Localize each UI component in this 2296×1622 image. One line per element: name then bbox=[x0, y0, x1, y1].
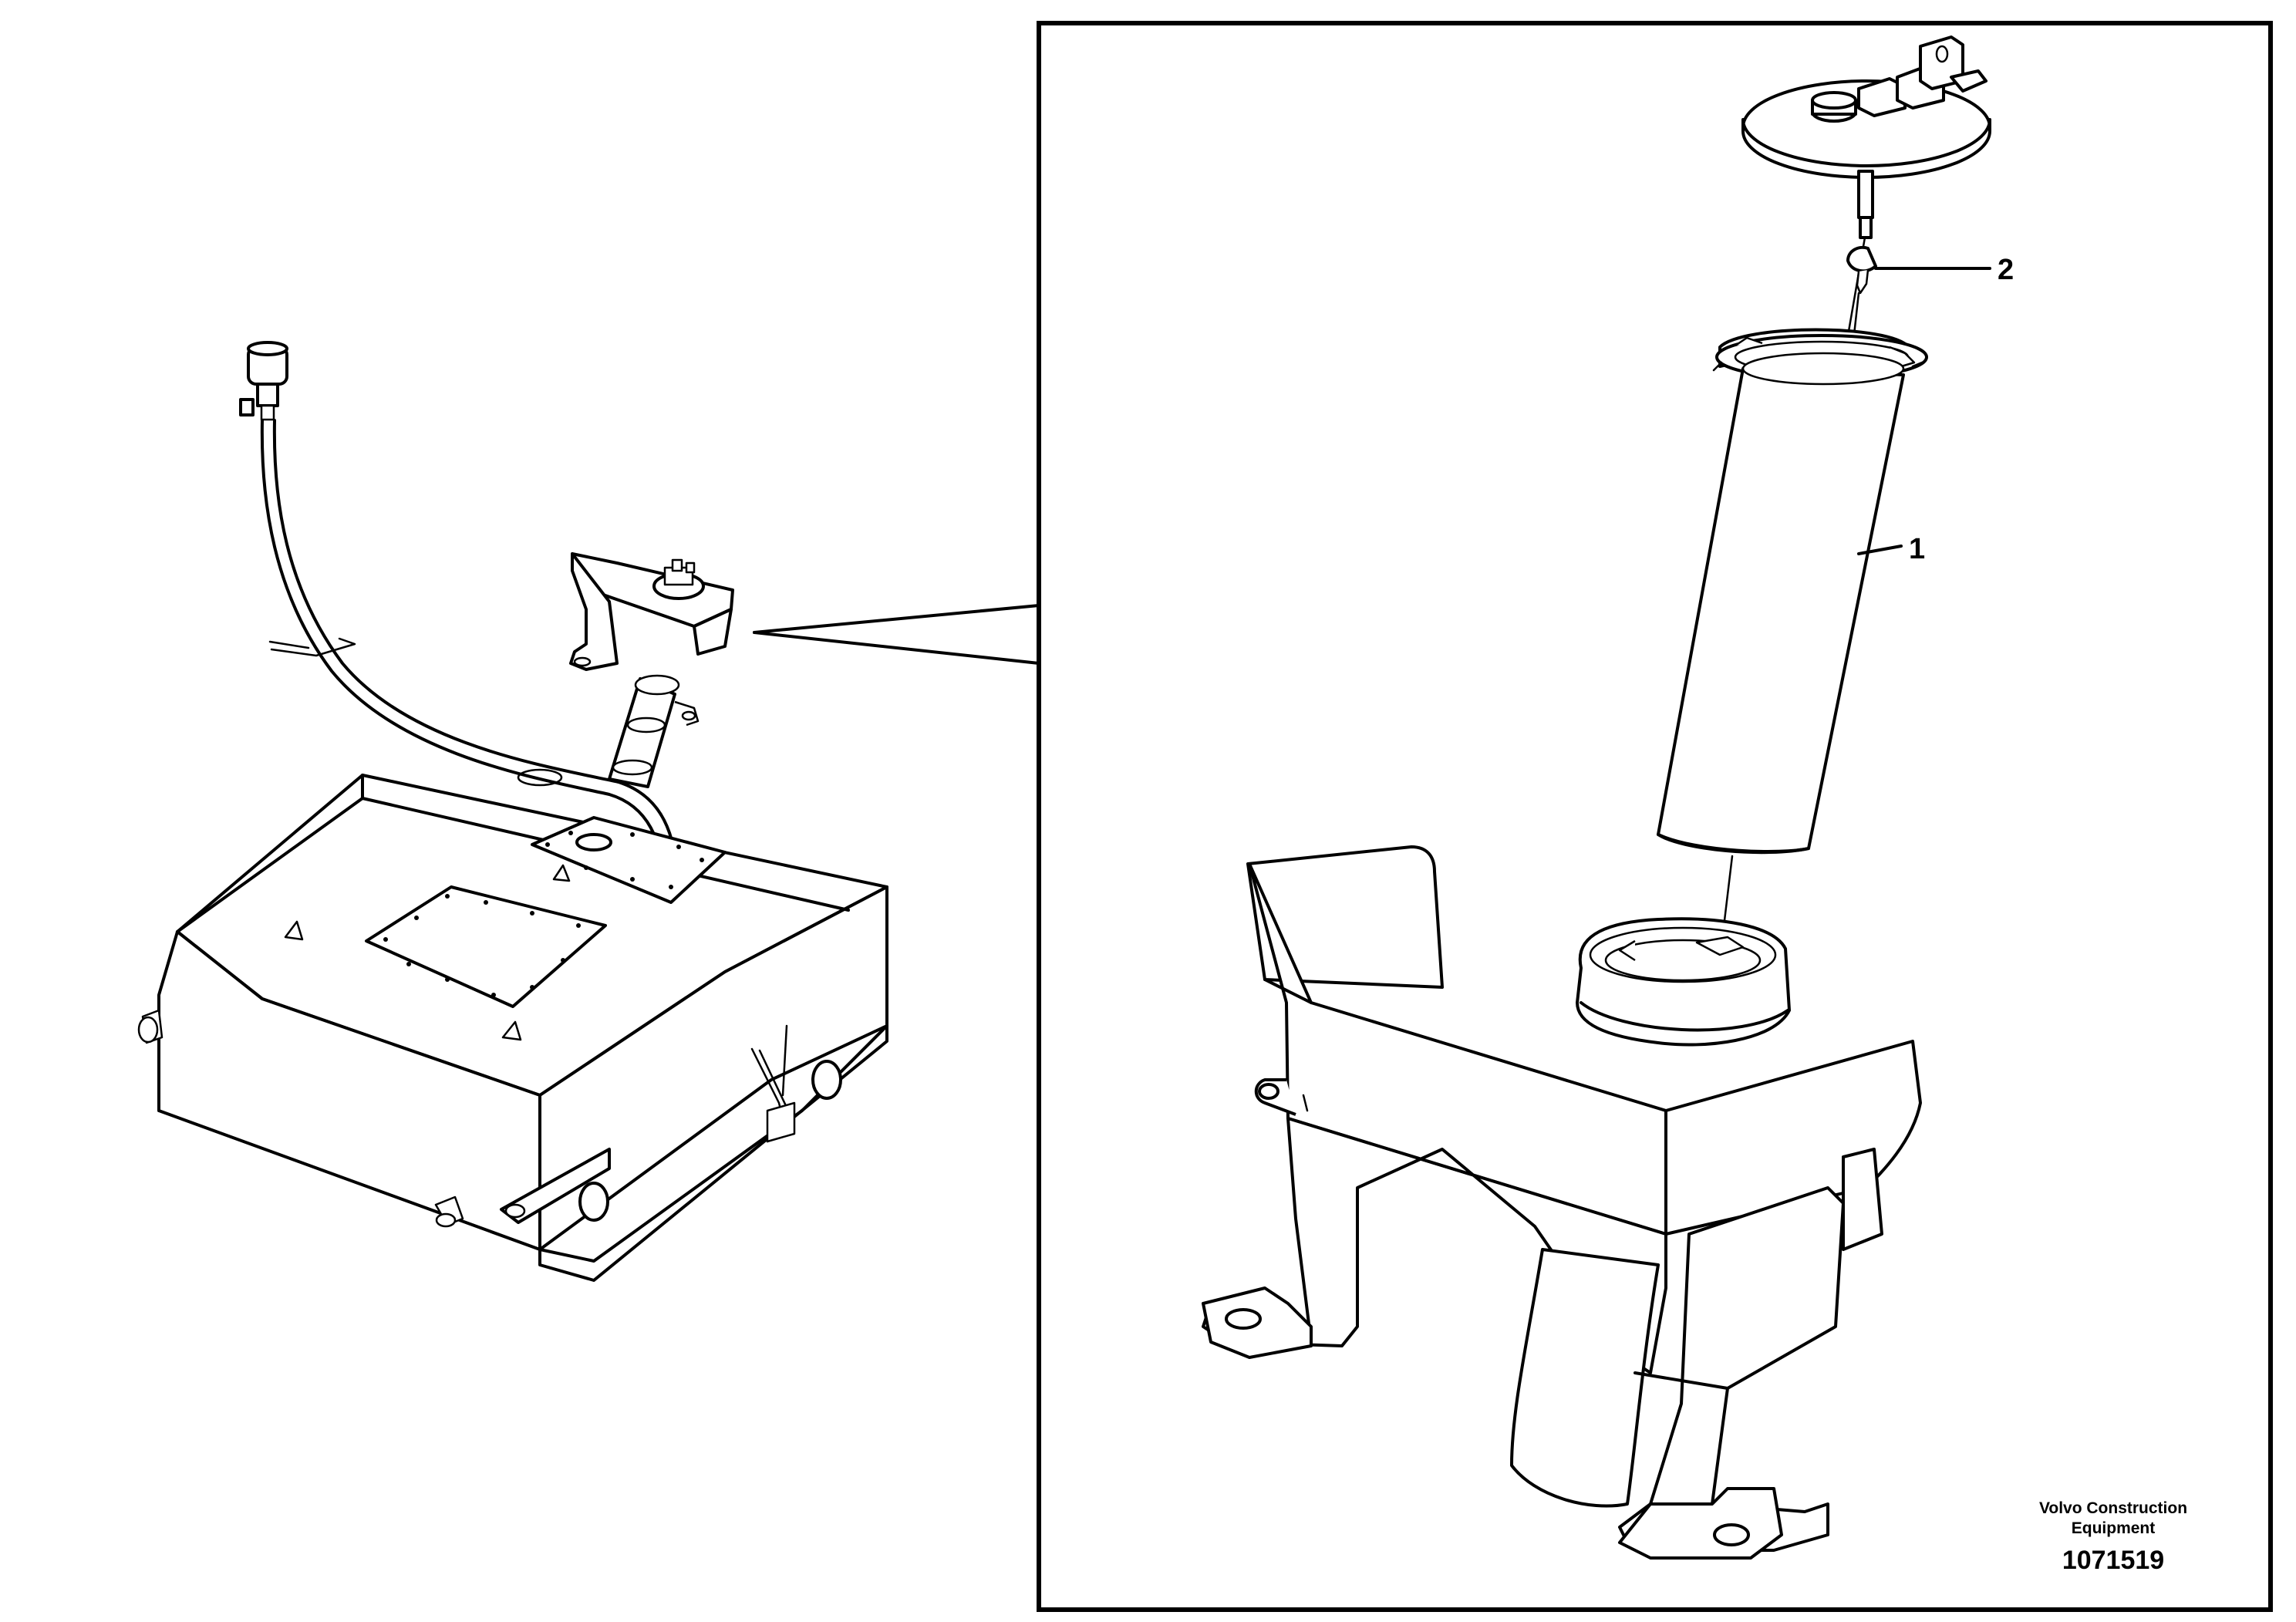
lifting-lugs bbox=[284, 864, 571, 1041]
tank-fittings bbox=[137, 1009, 842, 1228]
callout-1-label: 1 bbox=[1909, 533, 1925, 565]
fuel-level-sender bbox=[1741, 35, 1991, 364]
breather-cap bbox=[239, 341, 288, 421]
filler-neck-bracket bbox=[569, 552, 734, 671]
figure-number: 1071519 bbox=[2062, 1546, 2164, 1575]
inspection-cover-large bbox=[365, 885, 607, 1008]
detail-view: 2 1 bbox=[1202, 35, 2187, 1575]
callout-1: 1 bbox=[1857, 533, 1925, 565]
drawing-id-block: Volvo Construction Equipment 1071519 bbox=[2039, 1499, 2187, 1575]
neck-ring bbox=[1576, 917, 1791, 1047]
level-gauge-bracket bbox=[500, 1024, 796, 1224]
filler-tube bbox=[1657, 328, 1928, 973]
brand-line-1: Volvo Construction bbox=[2039, 1499, 2187, 1517]
inspection-cover-small bbox=[531, 816, 727, 904]
fuel-tank-assembly bbox=[137, 341, 888, 1282]
detail-callout-wedge bbox=[753, 604, 1040, 665]
filler-neck-housing bbox=[1202, 845, 1922, 1560]
detail-frame bbox=[1037, 21, 2273, 1612]
filler-neck-tube bbox=[608, 674, 700, 788]
callout-2: 2 bbox=[1874, 254, 2014, 286]
screw bbox=[1846, 245, 1877, 364]
callout-2-label: 2 bbox=[1998, 254, 2014, 286]
brand-line-2: Equipment bbox=[2072, 1519, 2156, 1537]
